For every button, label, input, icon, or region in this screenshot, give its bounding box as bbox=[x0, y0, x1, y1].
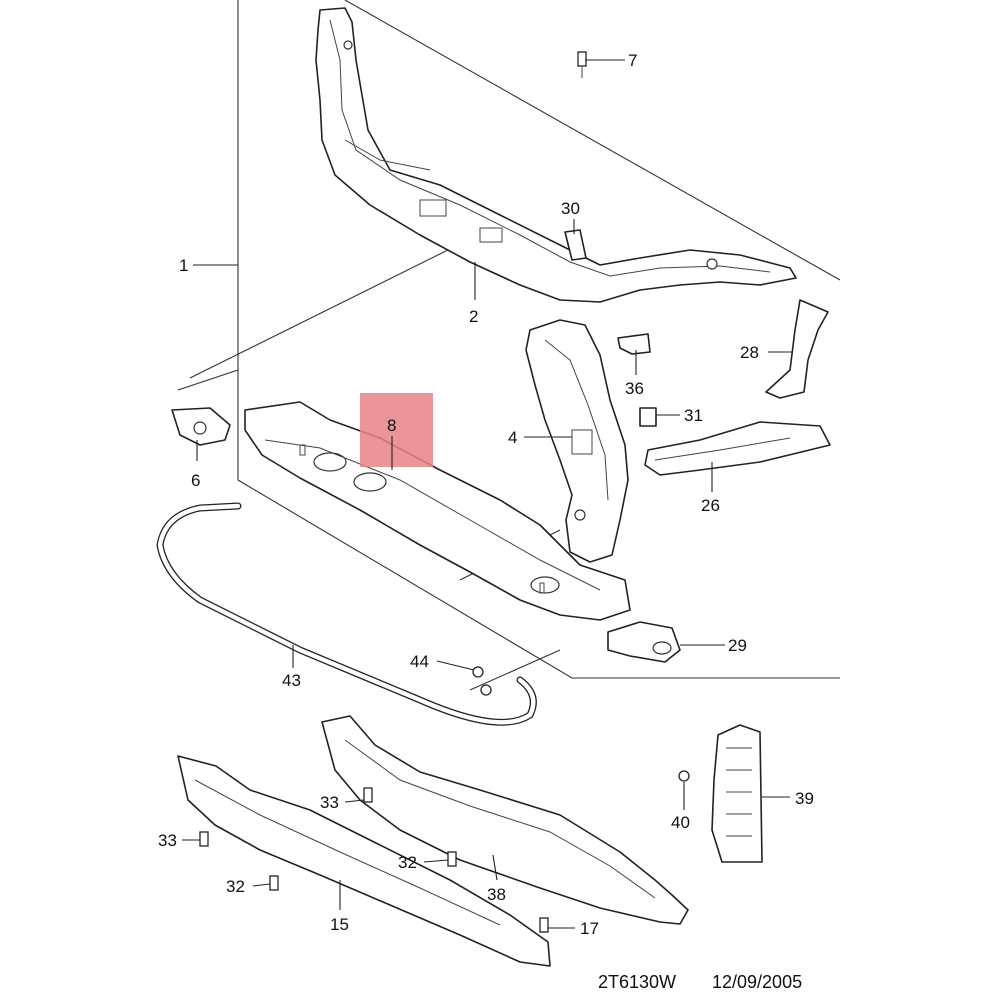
callout-33-b: 33 bbox=[158, 831, 177, 850]
callout-6: 6 bbox=[191, 471, 200, 490]
part-shield-38 bbox=[321, 715, 689, 925]
callout-1: 1 bbox=[179, 256, 188, 275]
callout-26: 26 bbox=[701, 496, 720, 515]
callout-28: 28 bbox=[740, 343, 759, 362]
leader-lines bbox=[182, 59, 792, 929]
callout-17: 17 bbox=[580, 919, 599, 938]
callout-2: 2 bbox=[469, 307, 478, 326]
part-bracket-36 bbox=[617, 333, 651, 355]
part-bracket-28 bbox=[765, 299, 829, 399]
part-side-bracket bbox=[525, 319, 629, 563]
callout-labels: 1 2 4 6 7 30 28 36 31 26 29 44 43 33 33 … bbox=[158, 51, 814, 938]
part-latch-bracket bbox=[171, 407, 231, 446]
highlight-label-8: 8 bbox=[387, 416, 396, 435]
part-clip-7 bbox=[577, 51, 587, 78]
callout-43: 43 bbox=[282, 671, 301, 690]
highlight-box-8 bbox=[360, 393, 433, 467]
callout-32-a: 32 bbox=[398, 853, 417, 872]
fasteners bbox=[199, 770, 690, 933]
part-panel-39 bbox=[711, 724, 763, 863]
part-deflector-26 bbox=[644, 421, 831, 476]
callout-7: 7 bbox=[628, 51, 637, 70]
callout-29: 29 bbox=[728, 636, 747, 655]
callout-39: 39 bbox=[795, 789, 814, 808]
callout-38: 38 bbox=[487, 885, 506, 904]
part-clip-44 bbox=[472, 666, 492, 696]
callout-15: 15 bbox=[330, 915, 349, 934]
part-seal-43 bbox=[156, 502, 537, 726]
callout-4: 4 bbox=[508, 428, 517, 447]
part-clip-31 bbox=[639, 407, 657, 427]
footer-date: 12/09/2005 bbox=[712, 972, 802, 992]
callout-30: 30 bbox=[561, 199, 580, 218]
footer-code: 2T6130W bbox=[598, 972, 676, 992]
part-bracket-29 bbox=[607, 621, 681, 663]
callout-40: 40 bbox=[671, 813, 690, 832]
part-upper-support bbox=[315, 7, 797, 303]
part-splash-15 bbox=[177, 755, 551, 967]
callout-33-a: 33 bbox=[320, 793, 339, 812]
part-bracket-30 bbox=[564, 229, 587, 261]
callout-36: 36 bbox=[625, 379, 644, 398]
callout-31: 31 bbox=[684, 406, 703, 425]
callout-32-b: 32 bbox=[226, 877, 245, 896]
callout-44: 44 bbox=[410, 652, 429, 671]
